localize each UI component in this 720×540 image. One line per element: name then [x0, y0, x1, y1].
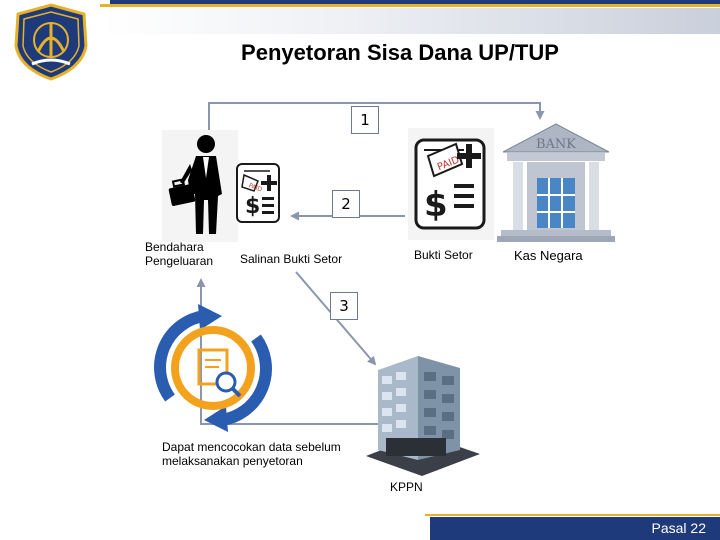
node-label-bank: Kas Negara [514, 249, 604, 263]
step-number-3: 3 [330, 292, 358, 320]
step-number-1: 1 [351, 106, 379, 134]
bank-building-icon: BANK [495, 120, 617, 244]
businessman-icon [162, 130, 238, 242]
footer-label: Pasal 22 [652, 520, 706, 536]
svg-text:$: $ [245, 194, 260, 219]
node-label-bendahara: Bendahara Pengeluaran [145, 240, 217, 268]
node-label-bukti: Bukti Setor [414, 248, 484, 262]
node-label-salinan: Salinan Bukti Setor [240, 252, 360, 266]
footer-bar: Pasal 22 [425, 514, 720, 540]
paid-document-icon: PAID $ [408, 128, 494, 240]
svg-text:$: $ [424, 185, 448, 225]
review-cycle-icon [146, 300, 280, 436]
step-number-2: 2 [332, 190, 360, 218]
paid-document-icon: PAID $ [236, 163, 282, 225]
svg-text:BANK: BANK [536, 137, 576, 152]
cycle-note: Dapat mencocokan data sebelum melaksanak… [162, 440, 362, 468]
office-building-icon [360, 350, 485, 478]
node-label-kppn: KPPN [390, 480, 450, 494]
